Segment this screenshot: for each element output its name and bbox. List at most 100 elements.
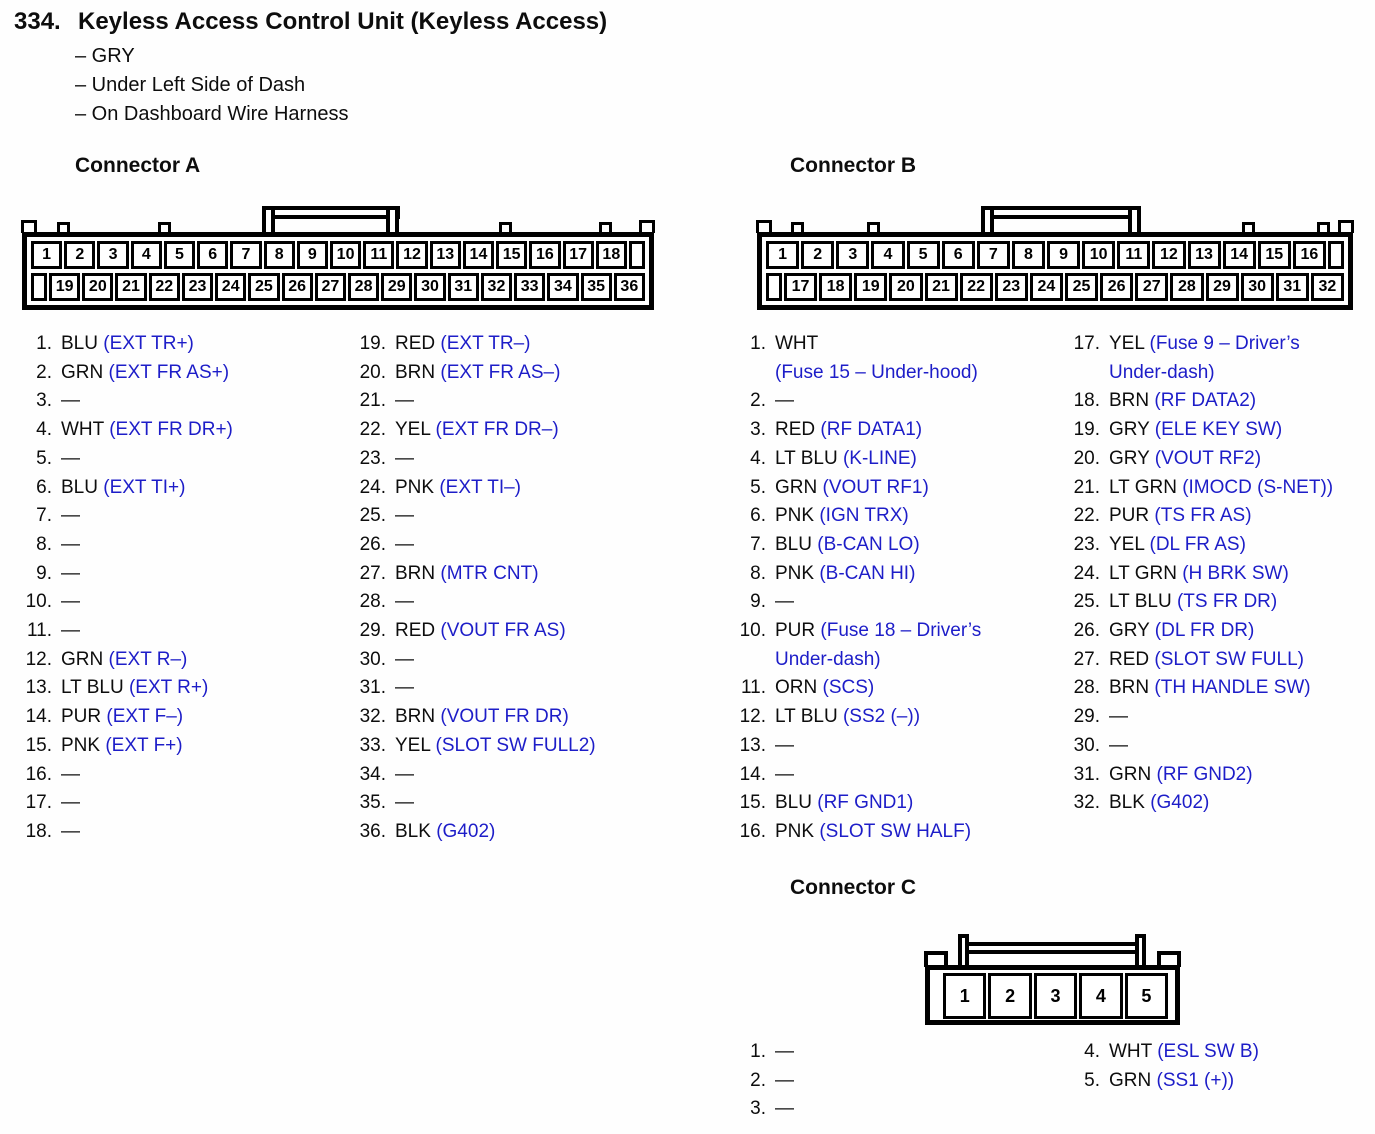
pin-desc: BRN (VOUT FR DR) — [395, 703, 569, 732]
connector-c-pin-list-left: 1.—2.—3.— — [726, 1038, 1026, 1124]
pin-number: 1. — [750, 1041, 766, 1062]
pin-number: 29. — [1073, 706, 1100, 728]
wire-color: — — [395, 591, 414, 613]
signal-name: (H BRK SW) — [1182, 562, 1289, 584]
pin-row: 18.— — [12, 818, 344, 847]
pin-desc: BLU (EXT TR+) — [61, 330, 194, 359]
pin-cell-26: 26 — [281, 273, 313, 301]
pin-number: 9. — [750, 591, 766, 613]
wire-color: — — [775, 1069, 794, 1091]
wire-color: — — [775, 1041, 794, 1062]
wire-color: LT BLU — [775, 447, 838, 469]
pin-number: 19. — [359, 333, 386, 354]
pin-row: 13.— — [726, 732, 1058, 761]
signal-name: (EXT FR DR–) — [435, 419, 559, 441]
wire-color: — — [61, 533, 80, 555]
pin-cell-6: 6 — [197, 241, 229, 269]
pin-number: 30. — [359, 648, 386, 670]
pin-desc: — — [395, 387, 414, 416]
connector-c-pin-list-right: 4.WHT (ESL SW B)5.GRN (SS1 (+)) — [1060, 1038, 1360, 1095]
wire-color: PUR — [775, 620, 816, 642]
signal-name: (SLOT SW FULL2) — [435, 734, 596, 756]
wire-color: GRN — [1109, 1069, 1152, 1091]
connector-notch — [790, 222, 804, 233]
pin-cell-9: 9 — [296, 241, 328, 269]
pin-row: 31.GRN (RF GND2) — [1060, 761, 1375, 790]
pin-number: 6. — [750, 505, 766, 527]
page-title: Keyless Access Control Unit (Keyless Acc… — [78, 8, 608, 35]
pin-row: 24.LT GRN (H BRK SW) — [1060, 560, 1375, 589]
detail-connector-color: – GRY — [75, 45, 135, 67]
signal-name: (EXT FR AS+) — [108, 361, 230, 383]
pin-desc: BLK (G402) — [1109, 789, 1209, 818]
pin-cell-22: 22 — [959, 273, 993, 301]
pin-row: 36.BLK (G402) — [346, 818, 678, 847]
pin-number: 32. — [1073, 792, 1100, 814]
pin-desc: GRY (DL FR DR) — [1109, 617, 1254, 646]
pin-cell-24: 24 — [215, 273, 247, 301]
pin-cell-4: 4 — [871, 241, 905, 269]
wire-color: — — [395, 390, 414, 412]
pin-cell-7: 7 — [230, 241, 262, 269]
pin-cell-25: 25 — [248, 273, 280, 301]
wire-color: — — [61, 505, 80, 527]
pin-number: 15. — [25, 734, 52, 756]
pin-number: 13. — [25, 677, 52, 699]
pin-row: 16.PNK (SLOT SW HALF) — [726, 818, 1058, 847]
pin-desc: PNK (B-CAN HI) — [775, 560, 915, 589]
pin-desc: — — [395, 445, 414, 474]
signal-name: (IMOCD (S-NET)) — [1182, 476, 1334, 498]
connector-notch — [56, 222, 70, 233]
pin-desc: — — [775, 588, 794, 617]
wire-color: PNK — [775, 820, 815, 842]
pin-desc: BLU (EXT TI+) — [61, 474, 185, 503]
signal-name: (SS2 (–)) — [842, 706, 921, 728]
pin-cell-27: 27 — [1135, 273, 1169, 301]
pin-desc: RED (SLOT SW FULL) — [1109, 646, 1304, 675]
pin-desc: — — [61, 789, 80, 818]
blank-cavity — [31, 273, 47, 301]
pin-row: 3.— — [12, 387, 344, 416]
pin-cell-32: 32 — [480, 273, 513, 301]
signal-name: (RF GND1) — [817, 792, 914, 814]
pin-number: 26. — [1073, 620, 1100, 642]
pin-number: 2. — [750, 390, 766, 412]
pin-desc: PNK (IGN TRX) — [775, 502, 909, 531]
wire-color: GRY — [1109, 447, 1150, 469]
pin-cell-6: 6 — [941, 241, 975, 269]
pin-cell-23: 23 — [181, 273, 214, 301]
pin-row: 6.BLU (EXT TI+) — [12, 474, 344, 503]
pin-desc: BRN (TH HANDLE SW) — [1109, 674, 1311, 703]
connector-b-pin-list-left: 1.WHT(Fuse 15 – Under-hood)2.—3.RED (RF … — [726, 330, 1058, 847]
pin-cell-3: 3 — [1033, 973, 1078, 1019]
wire-color: BLK — [395, 820, 431, 842]
connector-notch — [639, 220, 655, 233]
connector-latch — [980, 206, 1142, 219]
pin-row: 25.LT BLU (TS FR DR) — [1060, 588, 1375, 617]
wire-color: — — [1109, 734, 1128, 756]
pin-number: 35. — [359, 792, 386, 814]
pin-row: 9.— — [12, 560, 344, 589]
pin-row: 1. — — [726, 1038, 1026, 1067]
pin-desc: — — [775, 1095, 794, 1124]
wire-color: BRN — [1109, 390, 1150, 412]
wire-color: — — [61, 763, 80, 785]
signal-name: (TS FR DR) — [1176, 591, 1278, 613]
pin-desc: — — [775, 387, 794, 416]
pin-cell-1: 1 — [766, 241, 800, 269]
connector-a-heading: Connector A — [75, 154, 201, 177]
pin-desc: — — [395, 646, 414, 675]
pin-cell-18: 18 — [595, 241, 627, 269]
pin-number: 26. — [359, 533, 386, 555]
pin-cell-30: 30 — [1240, 273, 1274, 301]
detail-harness: – On Dashboard Wire Harness — [75, 103, 349, 125]
pin-row: 4.WHT (ESL SW B) — [1060, 1038, 1360, 1067]
connector-notch — [1338, 220, 1354, 233]
pin-number: 30. — [1073, 734, 1100, 756]
